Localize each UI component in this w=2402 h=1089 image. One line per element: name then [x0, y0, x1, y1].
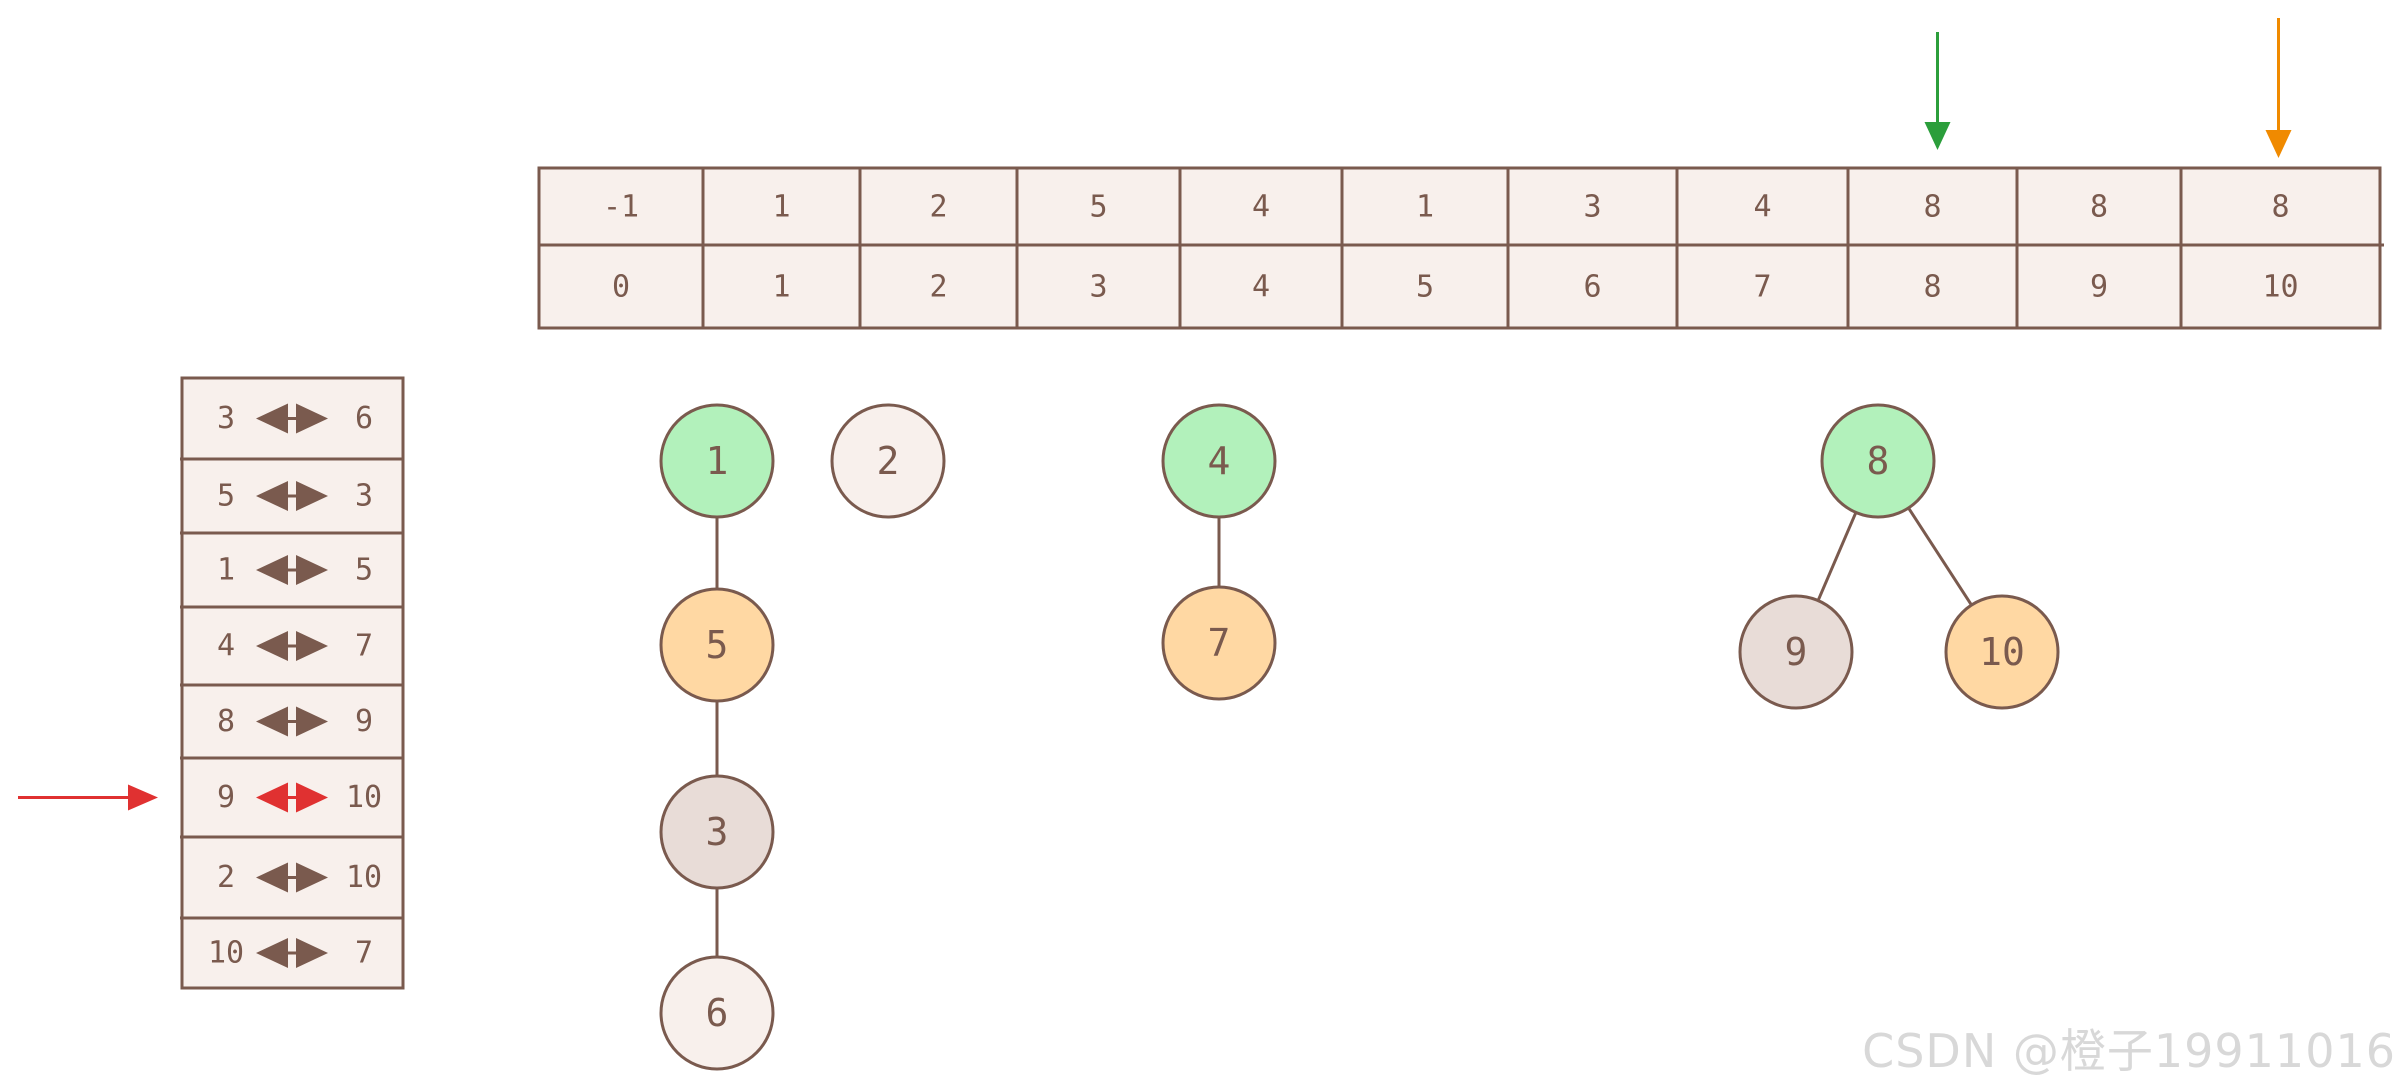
tree-node-4: 4 [1161, 403, 1277, 519]
node-circle [1820, 403, 1936, 519]
edge-row: 2 10 [217, 860, 382, 895]
parent-array-table: -1 0 1 1 2 2 5 3 4 4 1 5 3 6 4 7 8 8 8 9 8 10 [537, 166, 2384, 330]
edge-endpoint-a: 9 [217, 780, 235, 815]
index-cell: 7 [1753, 270, 1771, 305]
tree-node-2: 2 [830, 403, 946, 519]
node-label: 9 [1785, 630, 1808, 674]
edge-endpoint-a: 4 [217, 629, 235, 664]
edge-row: 9 10 [217, 780, 382, 815]
index-cell: 5 [1416, 270, 1434, 305]
node-circle [659, 955, 775, 1071]
node-circle [1161, 585, 1277, 701]
node-label: 8 [1867, 439, 1890, 483]
edge-endpoint-b: 7 [355, 936, 373, 971]
node-circle [1944, 594, 2060, 710]
edge-endpoint-b: 10 [346, 780, 382, 815]
index-cell: 1 [772, 270, 790, 305]
index-cell: 8 [1923, 270, 1941, 305]
edge-endpoint-a: 10 [208, 936, 244, 971]
current-edge-pointer-arrow [18, 784, 158, 811]
parent-value-cell: 8 [2271, 190, 2289, 225]
node-label: 10 [1979, 630, 2025, 674]
node-circle [659, 774, 775, 890]
node-label: 2 [877, 439, 900, 483]
node-circle [830, 403, 946, 519]
tree-node-3: 3 [659, 774, 775, 890]
array-frame [537, 166, 2382, 330]
tree-node-6: 6 [659, 955, 775, 1071]
tree-node-7: 7 [1161, 585, 1277, 701]
index-cell: 3 [1089, 270, 1107, 305]
tree-links [715, 507, 1973, 957]
index-cell: 6 [1583, 270, 1601, 305]
node-circle [1738, 594, 1854, 710]
parent-value-cell: 3 [1583, 190, 1601, 225]
edge-endpoint-b: 10 [346, 860, 382, 895]
parent-value-cell: -1 [603, 190, 639, 225]
tree-link-n8-n9 [1816, 511, 1858, 602]
parent-value-cell: 4 [1753, 190, 1771, 225]
watermark: CSDN @橙子19911016 [1862, 1024, 2396, 1078]
arrow-head [128, 784, 158, 811]
node-circle [659, 403, 775, 519]
index-cell: 10 [2262, 270, 2298, 305]
tree-node-5: 5 [659, 587, 775, 703]
tree-nodes: 1 2 5 3 6 4 7 8 9 10 [659, 403, 2060, 1071]
node-label: 1 [706, 439, 729, 483]
green-pointer-arrow [1924, 32, 1951, 150]
edge-list-frame [180, 376, 405, 990]
tree-node-1: 1 [659, 403, 775, 519]
edge-endpoint-a: 2 [217, 860, 235, 895]
orange-pointer-arrow [2265, 18, 2292, 158]
node-label: 6 [706, 991, 729, 1035]
node-label: 7 [1208, 621, 1231, 665]
edge-endpoint-a: 3 [217, 401, 235, 436]
parent-value-cell: 8 [2090, 190, 2108, 225]
edge-endpoint-b: 5 [355, 553, 373, 588]
index-cell: 0 [612, 270, 630, 305]
node-label: 5 [706, 623, 729, 667]
tree-link-n8-n10 [1907, 507, 1973, 606]
edge-row: 10 7 [208, 936, 373, 971]
edge-endpoint-a: 5 [217, 479, 235, 514]
parent-value-cell: 1 [1416, 190, 1434, 225]
edge-endpoint-b: 6 [355, 401, 373, 436]
node-label: 4 [1208, 439, 1231, 483]
parent-value-cell: 2 [929, 190, 947, 225]
tree-node-8: 8 [1820, 403, 1936, 519]
edge-endpoint-b: 3 [355, 479, 373, 514]
array-pointers [1924, 18, 2292, 158]
index-cell: 9 [2090, 270, 2108, 305]
parent-value-cell: 8 [1923, 190, 1941, 225]
parent-value-cell: 4 [1252, 190, 1270, 225]
arrow-head [1924, 122, 1951, 150]
parent-value-cell: 5 [1089, 190, 1107, 225]
edge-endpoint-b: 7 [355, 629, 373, 664]
edge-endpoint-b: 9 [355, 704, 373, 739]
node-label: 3 [706, 810, 729, 854]
node-circle [659, 587, 775, 703]
tree-node-10: 10 [1944, 594, 2060, 710]
edge-endpoint-a: 8 [217, 704, 235, 739]
parent-value-cell: 1 [772, 190, 790, 225]
index-cell: 4 [1252, 270, 1270, 305]
index-cell: 2 [929, 270, 947, 305]
arrow-head [2265, 130, 2292, 158]
edge-endpoint-a: 1 [217, 553, 235, 588]
tree-node-9: 9 [1738, 594, 1854, 710]
node-circle [1161, 403, 1277, 519]
